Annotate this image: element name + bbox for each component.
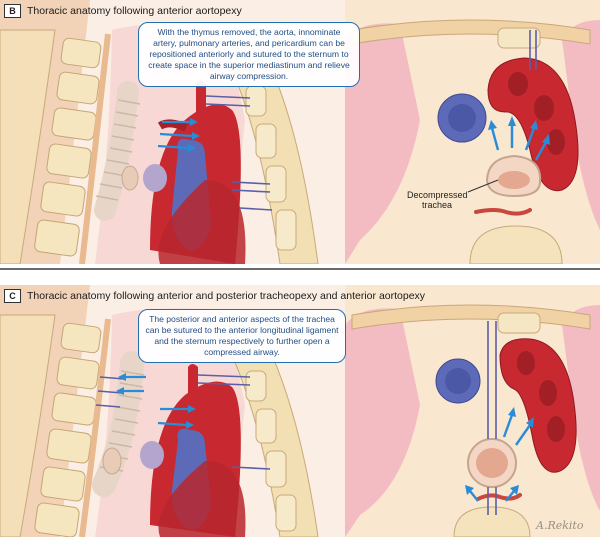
left-lung	[345, 23, 420, 264]
aortic-lumens	[517, 351, 565, 442]
panel-divider	[0, 268, 600, 270]
esophagus	[476, 493, 522, 501]
vertebra-axial	[469, 225, 563, 264]
pulmonary-vein	[140, 441, 164, 469]
suture-axial	[487, 321, 497, 515]
left-lung	[345, 308, 420, 537]
artist-signature: A.Rekito	[536, 519, 584, 532]
sternum-axial	[497, 312, 541, 334]
panel-c-title: Thoracic anatomy following anterior and …	[27, 290, 426, 302]
suture-axial	[529, 30, 537, 70]
sternal-segments	[245, 85, 297, 251]
trachea-lumen	[498, 171, 530, 189]
innominate-artery	[188, 364, 198, 397]
esophagus	[474, 208, 532, 216]
decompression-arrows-axial	[488, 116, 550, 161]
sternum-axial	[497, 27, 541, 49]
panel-b-header: B Thoracic anatomy following anterior ao…	[4, 4, 242, 18]
decompressed-trachea-label: Decompressed trachea	[407, 190, 468, 210]
panel-b-letter: B	[4, 4, 21, 18]
pulmonary-artery	[157, 119, 188, 132]
trachea-rings	[95, 99, 141, 201]
panel-b-illustration	[0, 0, 600, 264]
decompression-arrows-sagittal	[116, 373, 196, 429]
longitudinal-ligament	[79, 33, 111, 264]
sutures	[205, 95, 273, 211]
bronchus	[102, 447, 122, 475]
trachea	[94, 81, 139, 221]
trachea-pointer	[467, 179, 499, 193]
panel-c-callout: The posterior and anterior aspects of th…	[138, 309, 346, 363]
panel-c-header: C Thoracic anatomy following anterior an…	[4, 289, 425, 303]
panel-b-title: Thoracic anatomy following anterior aort…	[27, 5, 242, 17]
spinal-column	[0, 29, 56, 264]
right-lung	[562, 20, 600, 230]
bronchus	[121, 165, 139, 191]
decompression-arrows-sagittal	[157, 118, 200, 152]
sternal-segments	[245, 370, 297, 532]
sutures	[95, 374, 271, 470]
innominate-artery	[196, 81, 206, 120]
pulmonary-vein	[143, 164, 167, 192]
label-line-1: Decompressed	[407, 190, 468, 200]
label-line-2: trachea	[421, 200, 453, 210]
panel-b-callout: With the thymus removed, the aorta, inno…	[138, 22, 360, 87]
heart	[158, 461, 246, 537]
chest-wall	[351, 19, 591, 45]
panel-c-letter: C	[4, 289, 21, 303]
trachea-lumen	[476, 448, 508, 478]
aortic-lumens	[508, 72, 565, 155]
vertebrae	[34, 322, 102, 537]
chest-wall	[351, 304, 591, 330]
vertebrae	[34, 37, 102, 257]
panel-b: B Thoracic anatomy following anterior ao…	[0, 0, 600, 264]
vertebra-axial	[453, 506, 531, 537]
longitudinal-ligament	[79, 318, 111, 537]
heart	[158, 180, 246, 264]
panel-c: C Thoracic anatomy following anterior an…	[0, 285, 600, 537]
right-lung	[562, 305, 600, 511]
decompression-arrows-axial	[465, 407, 534, 502]
